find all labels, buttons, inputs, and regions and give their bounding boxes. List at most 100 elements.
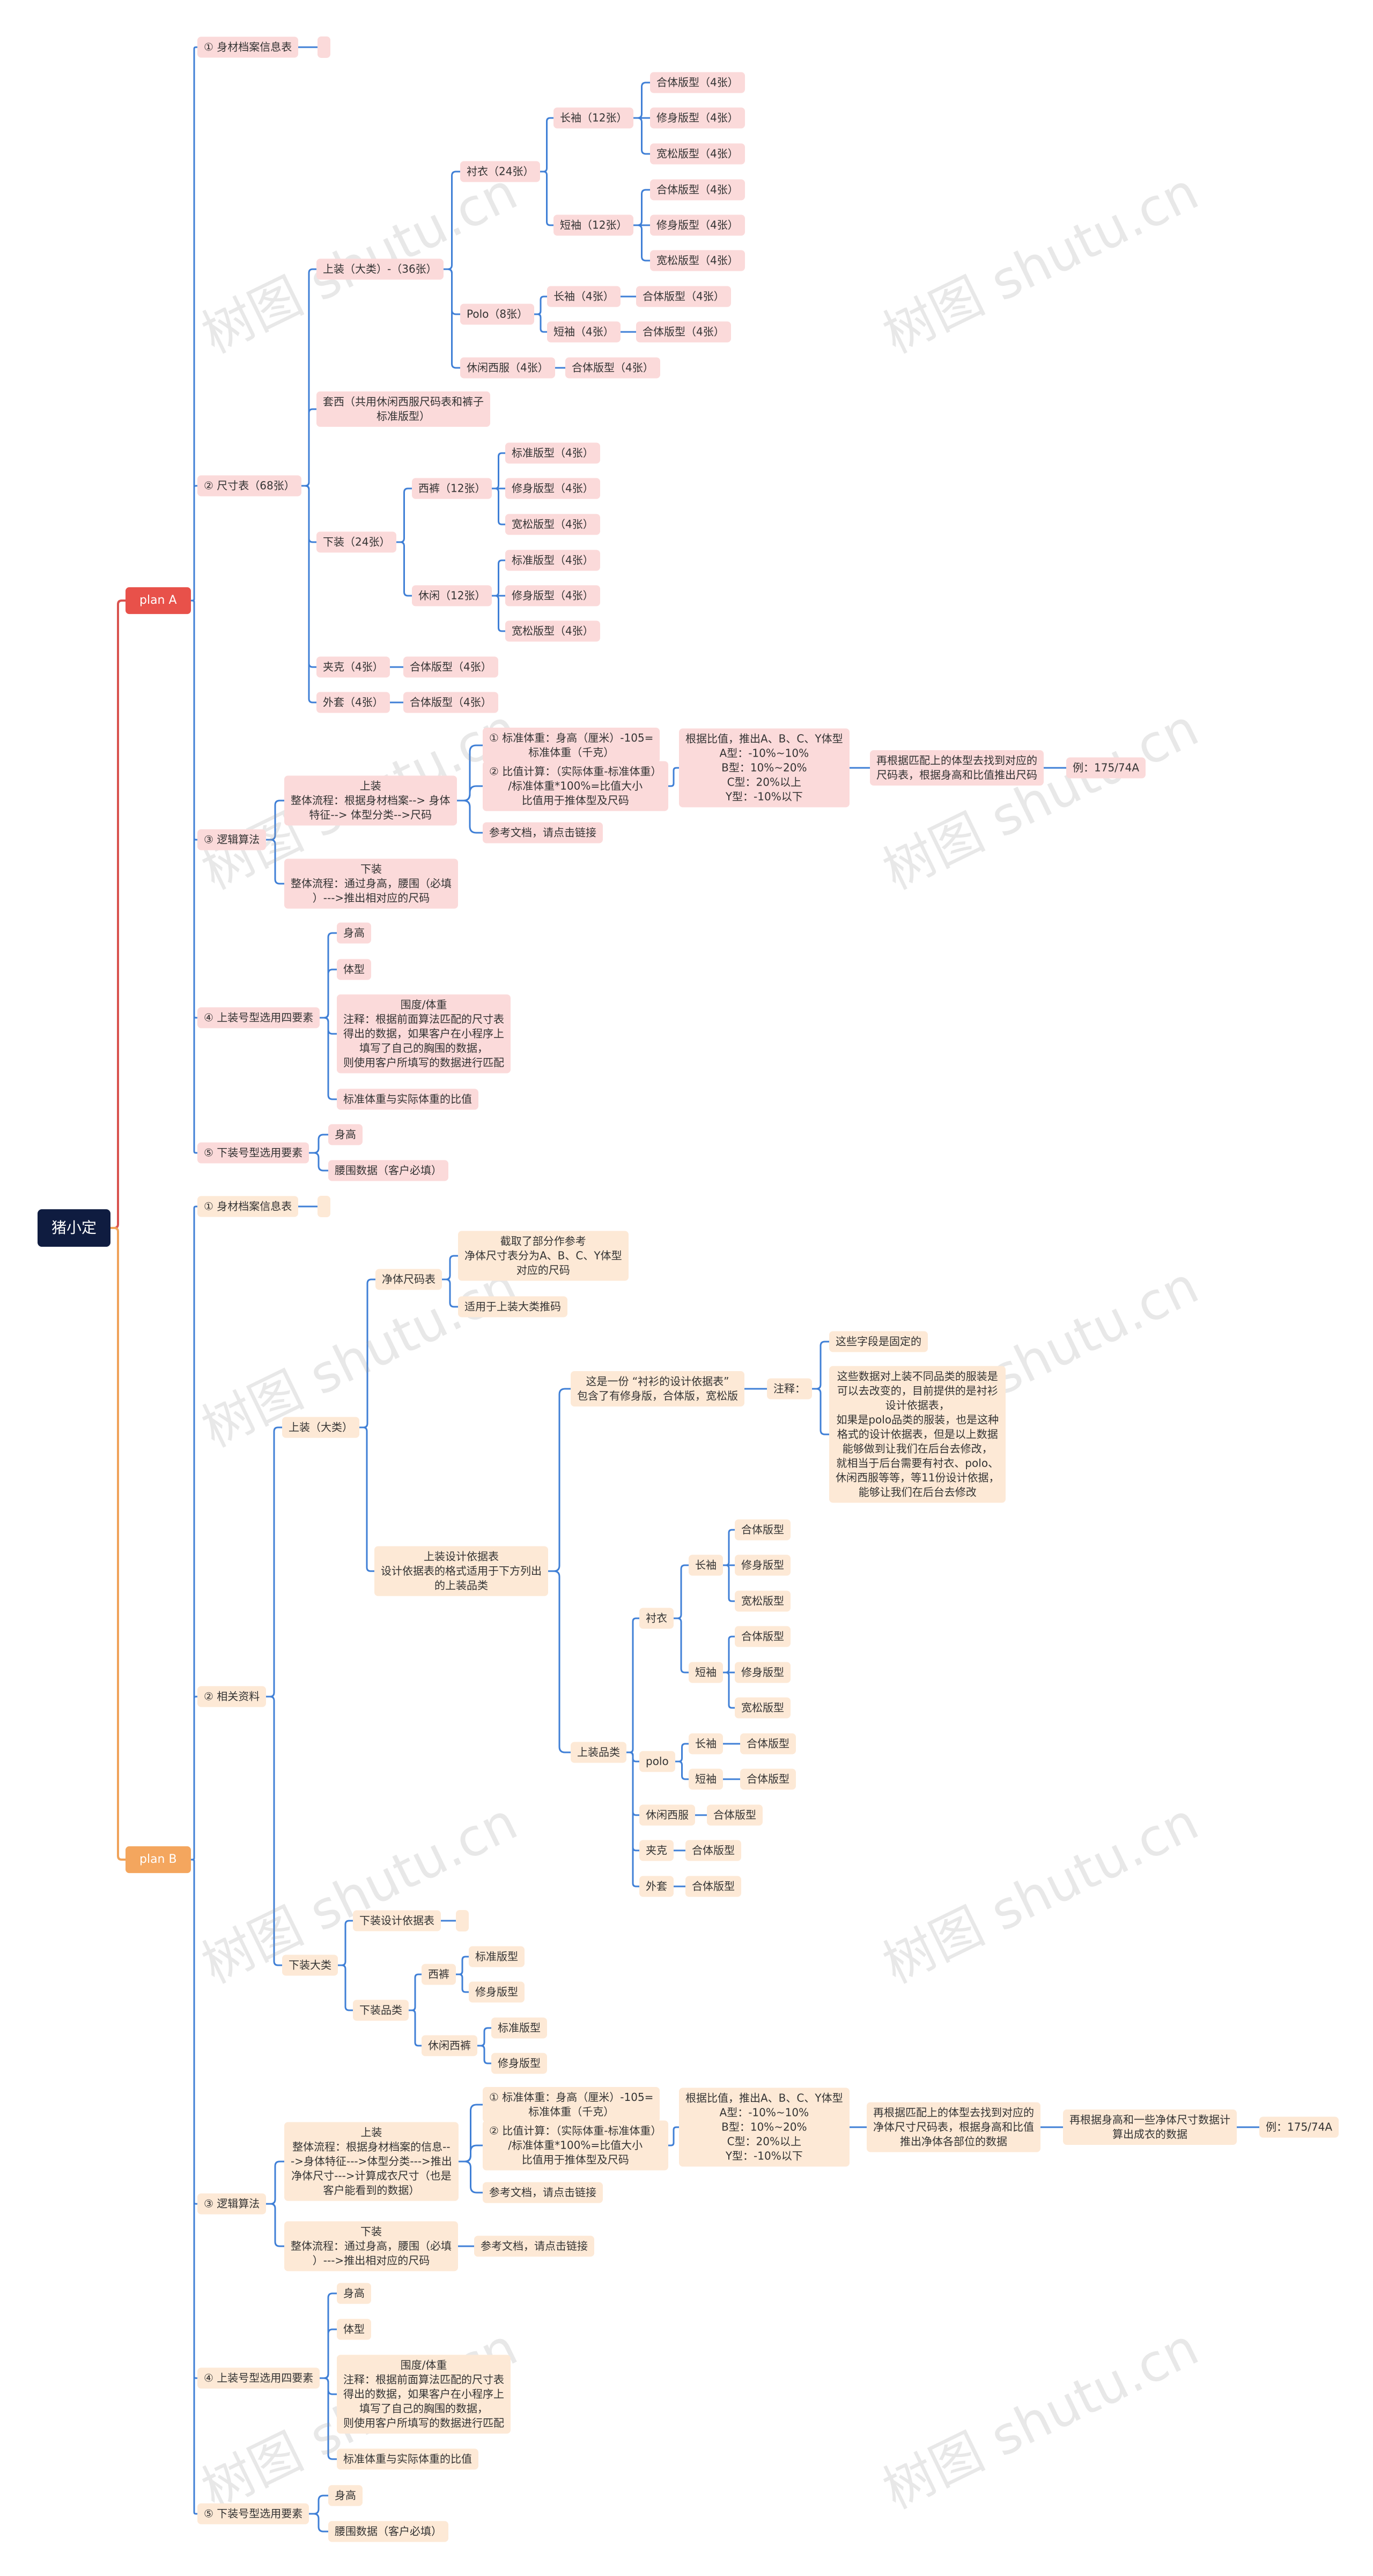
b-polo[interactable]: polo	[639, 1751, 675, 1772]
a-match-size[interactable]: 再根据匹配上的体型去找到对应的 尺码表，根据身高和比值推出尺码	[870, 750, 1044, 786]
a-fit-heti[interactable]: 合体版型（4张）	[636, 321, 731, 343]
a-polo-long[interactable]: 长袖（4张）	[547, 286, 621, 307]
b-fit-xiushen[interactable]: 修身版型	[491, 2053, 547, 2074]
a-top-category[interactable]: 上装（大类）-（36张）	[316, 258, 444, 280]
b-casual-trousers[interactable]: 休闲西裤	[422, 2035, 477, 2056]
a-suit[interactable]: 套西（共用休闲西服尺码表和裤子 标准版型）	[316, 391, 490, 427]
a-polo-short[interactable]: 短袖（4张）	[547, 321, 621, 343]
b-note-description[interactable]: 这些数据对上装不同品类的服装是 可以去改变的，目前提供的是衬衫 设计依据表， 如…	[829, 1366, 1006, 1503]
a-jacket[interactable]: 夹克（4张）	[316, 656, 390, 678]
a-fit-standard[interactable]: 标准版型（4张）	[505, 442, 600, 464]
plan-a-node[interactable]: plan A	[126, 587, 191, 614]
a-trousers[interactable]: 西裤（12张）	[412, 478, 492, 499]
a-element-build[interactable]: 体型	[337, 959, 371, 980]
root-node[interactable]: 猪小定	[38, 1209, 111, 1247]
b-coat[interactable]: 外套	[639, 1876, 674, 1897]
b-fit-xiushen[interactable]: 修身版型	[735, 1662, 791, 1683]
b-element-weight-ratio[interactable]: 标准体重与实际体重的比值	[337, 2448, 478, 2470]
b-shirt-long[interactable]: 长袖	[689, 1555, 723, 1576]
a-example[interactable]: 例：175/74A	[1066, 757, 1146, 779]
b-bottom-design-basis[interactable]: 下装设计依据表	[353, 1910, 441, 1931]
b-jacket[interactable]: 夹克	[639, 1840, 674, 1861]
b-top-items[interactable]: 上装品类	[571, 1742, 626, 1763]
a-element-weight-ratio[interactable]: 标准体重与实际体重的比值	[337, 1089, 478, 1110]
b-related-materials[interactable]: ② 相关资料	[197, 1686, 267, 1707]
b-fixed-fields-note[interactable]: 这些字段是固定的	[829, 1331, 928, 1352]
b-fit-heti[interactable]: 合体版型	[740, 1768, 796, 1790]
a-fit-xiushen[interactable]: 修身版型（4张）	[505, 585, 600, 606]
a-fit-standard[interactable]: 标准版型（4张）	[505, 550, 600, 571]
b-fit-xiushen[interactable]: 修身版型	[735, 1555, 791, 1576]
a-fit-heti[interactable]: 合体版型（4张）	[650, 72, 745, 93]
a-body-types[interactable]: 根据比值，推出A、B、C、Y体型 A型：-10%~10% B型：10%~20% …	[679, 728, 850, 808]
b-element-chest-weight[interactable]: 围度/体重 注释：根据前面算法匹配的尺寸表 得出的数据，如果客户在小程序上 填写…	[337, 2355, 511, 2434]
a-size-table[interactable]: ② 尺寸表（68张）	[197, 475, 301, 497]
b-bottom-category[interactable]: 下装大类	[282, 1955, 338, 1976]
b-ratio-calc[interactable]: ② 比值计算：（实际体重-标准体重） /标准体重*100%=比值大小 比值用于推…	[483, 2120, 668, 2171]
b-fit-kuansong[interactable]: 宽松版型	[735, 1697, 791, 1719]
plan-b-node[interactable]: plan B	[126, 1846, 191, 1873]
a-fit-kuansong[interactable]: 宽松版型（4张）	[650, 250, 745, 271]
a-shirt-short[interactable]: 短袖（12张）	[553, 214, 634, 236]
b-reference-doc-link[interactable]: 参考文档，请点击链接	[483, 2182, 603, 2203]
b-logic-algorithm[interactable]: ③ 逻辑算法	[197, 2193, 267, 2215]
a-fit-kuansong[interactable]: 宽松版型（4张）	[505, 620, 600, 642]
a-reference-doc-link[interactable]: 参考文档，请点击链接	[483, 822, 603, 843]
b-net-size-usage[interactable]: 适用于上装大类推码	[458, 1296, 567, 1317]
b-example[interactable]: 例：175/74A	[1259, 2116, 1339, 2138]
a-body-profile-table[interactable]: ① 身材档案信息表	[197, 36, 299, 58]
a-element-height[interactable]: 身高	[337, 922, 371, 944]
b-fit-heti[interactable]: 合体版型	[740, 1733, 796, 1755]
b-top-four-elements[interactable]: ④ 上装号型选用四要素	[197, 2367, 320, 2389]
b-note-label[interactable]: 注释：	[767, 1378, 812, 1400]
b-reference-doc-link-2[interactable]: 参考文档，请点击链接	[474, 2236, 594, 2257]
b-bottom-elements[interactable]: ⑤ 下装号型选用要素	[197, 2503, 309, 2525]
b-bottom-items[interactable]: 下装品类	[353, 2000, 409, 2021]
a-casual-blazer[interactable]: 休闲西服（4张）	[460, 357, 555, 379]
b-logic-top-flow[interactable]: 上装 整体流程：根据身材档案的信息-- ->身体特征--->体型分类--->推出…	[284, 2122, 459, 2201]
b-fit-heti[interactable]: 合体版型	[735, 1626, 791, 1647]
a-fit-kuansong[interactable]: 宽松版型（4张）	[505, 514, 600, 535]
a-shirt[interactable]: 衬衣（24张）	[460, 161, 541, 182]
b-trousers[interactable]: 西裤	[422, 1964, 456, 1985]
b-polo-long[interactable]: 长袖	[689, 1733, 723, 1755]
b-top-category[interactable]: 上装（大类）	[282, 1417, 359, 1438]
b-empty-node[interactable]	[456, 1910, 469, 1931]
b-fit-heti[interactable]: 合体版型	[735, 1519, 791, 1541]
a-element-waist[interactable]: 腰围数据（客户必填）	[328, 1160, 448, 1181]
a-element-height[interactable]: 身高	[328, 1124, 363, 1145]
a-standard-weight[interactable]: ① 标准体重：身高（厘米）-105= 标准体重（千克）	[483, 728, 660, 763]
b-fit-xiushen[interactable]: 修身版型	[469, 1981, 525, 2003]
a-coat[interactable]: 外套（4张）	[316, 692, 390, 713]
a-logic-bottom-flow[interactable]: 下装 整体流程：通过身高，腰围（必填 ）--->推出相对应的尺码	[284, 858, 458, 909]
a-fit-xiushen[interactable]: 修身版型（4张）	[650, 214, 745, 236]
b-element-waist[interactable]: 腰围数据（客户必填）	[328, 2521, 448, 2542]
a-bottom-elements[interactable]: ⑤ 下装号型选用要素	[197, 1142, 309, 1164]
a-fit-heti[interactable]: 合体版型（4张）	[403, 656, 498, 678]
b-element-build[interactable]: 体型	[337, 2319, 371, 2340]
a-polo[interactable]: Polo（8张）	[460, 304, 535, 325]
a-fit-xiushen[interactable]: 修身版型（4张）	[505, 478, 600, 499]
b-fit-standard[interactable]: 标准版型	[491, 2017, 547, 2039]
b-top-design-basis[interactable]: 上装设计依据表 设计依据表的格式适用于下方列出 的上装品类	[374, 1546, 548, 1596]
b-polo-short[interactable]: 短袖	[689, 1768, 723, 1790]
b-shirt[interactable]: 衬衣	[639, 1608, 674, 1629]
b-net-size-table[interactable]: 净体尺码表	[375, 1269, 442, 1290]
a-casual-pants[interactable]: 休闲（12张）	[412, 585, 492, 606]
b-fit-kuansong[interactable]: 宽松版型	[735, 1590, 791, 1612]
b-fit-heti[interactable]: 合体版型	[685, 1876, 741, 1897]
b-shirt-design-doc[interactable]: 这是一份 “衬衫的设计依据表” 包含了有修身版，合体版，宽松版	[571, 1371, 744, 1407]
a-bottom-category[interactable]: 下装（24张）	[316, 531, 397, 553]
b-net-size-desc[interactable]: 截取了部分作参考 净体尺寸表分为A、B、C、Y体型 对应的尺码	[458, 1231, 629, 1281]
a-shirt-long[interactable]: 长袖（12张）	[553, 107, 634, 129]
b-fit-heti[interactable]: 合体版型	[707, 1804, 763, 1826]
a-ratio-calc[interactable]: ② 比值计算：（实际体重-标准体重） /标准体重*100%=比值大小 比值用于推…	[483, 761, 668, 811]
a-top-four-elements[interactable]: ④ 上装号型选用四要素	[197, 1007, 320, 1028]
a-fit-xiushen[interactable]: 修身版型（4张）	[650, 107, 745, 129]
b-standard-weight[interactable]: ① 标准体重：身高（厘米）-105= 标准体重（千克）	[483, 2087, 660, 2122]
b-empty-node[interactable]	[318, 1196, 330, 1217]
b-fit-heti[interactable]: 合体版型	[685, 1840, 741, 1861]
b-body-profile-table[interactable]: ① 身材档案信息表	[197, 1196, 299, 1217]
b-match-net-size[interactable]: 再根据匹配上的体型去找到对应的 净体尺寸尺码表，根据身高和比值 推出净体各部位的…	[867, 2102, 1040, 2152]
b-fit-standard[interactable]: 标准版型	[469, 1946, 525, 1967]
